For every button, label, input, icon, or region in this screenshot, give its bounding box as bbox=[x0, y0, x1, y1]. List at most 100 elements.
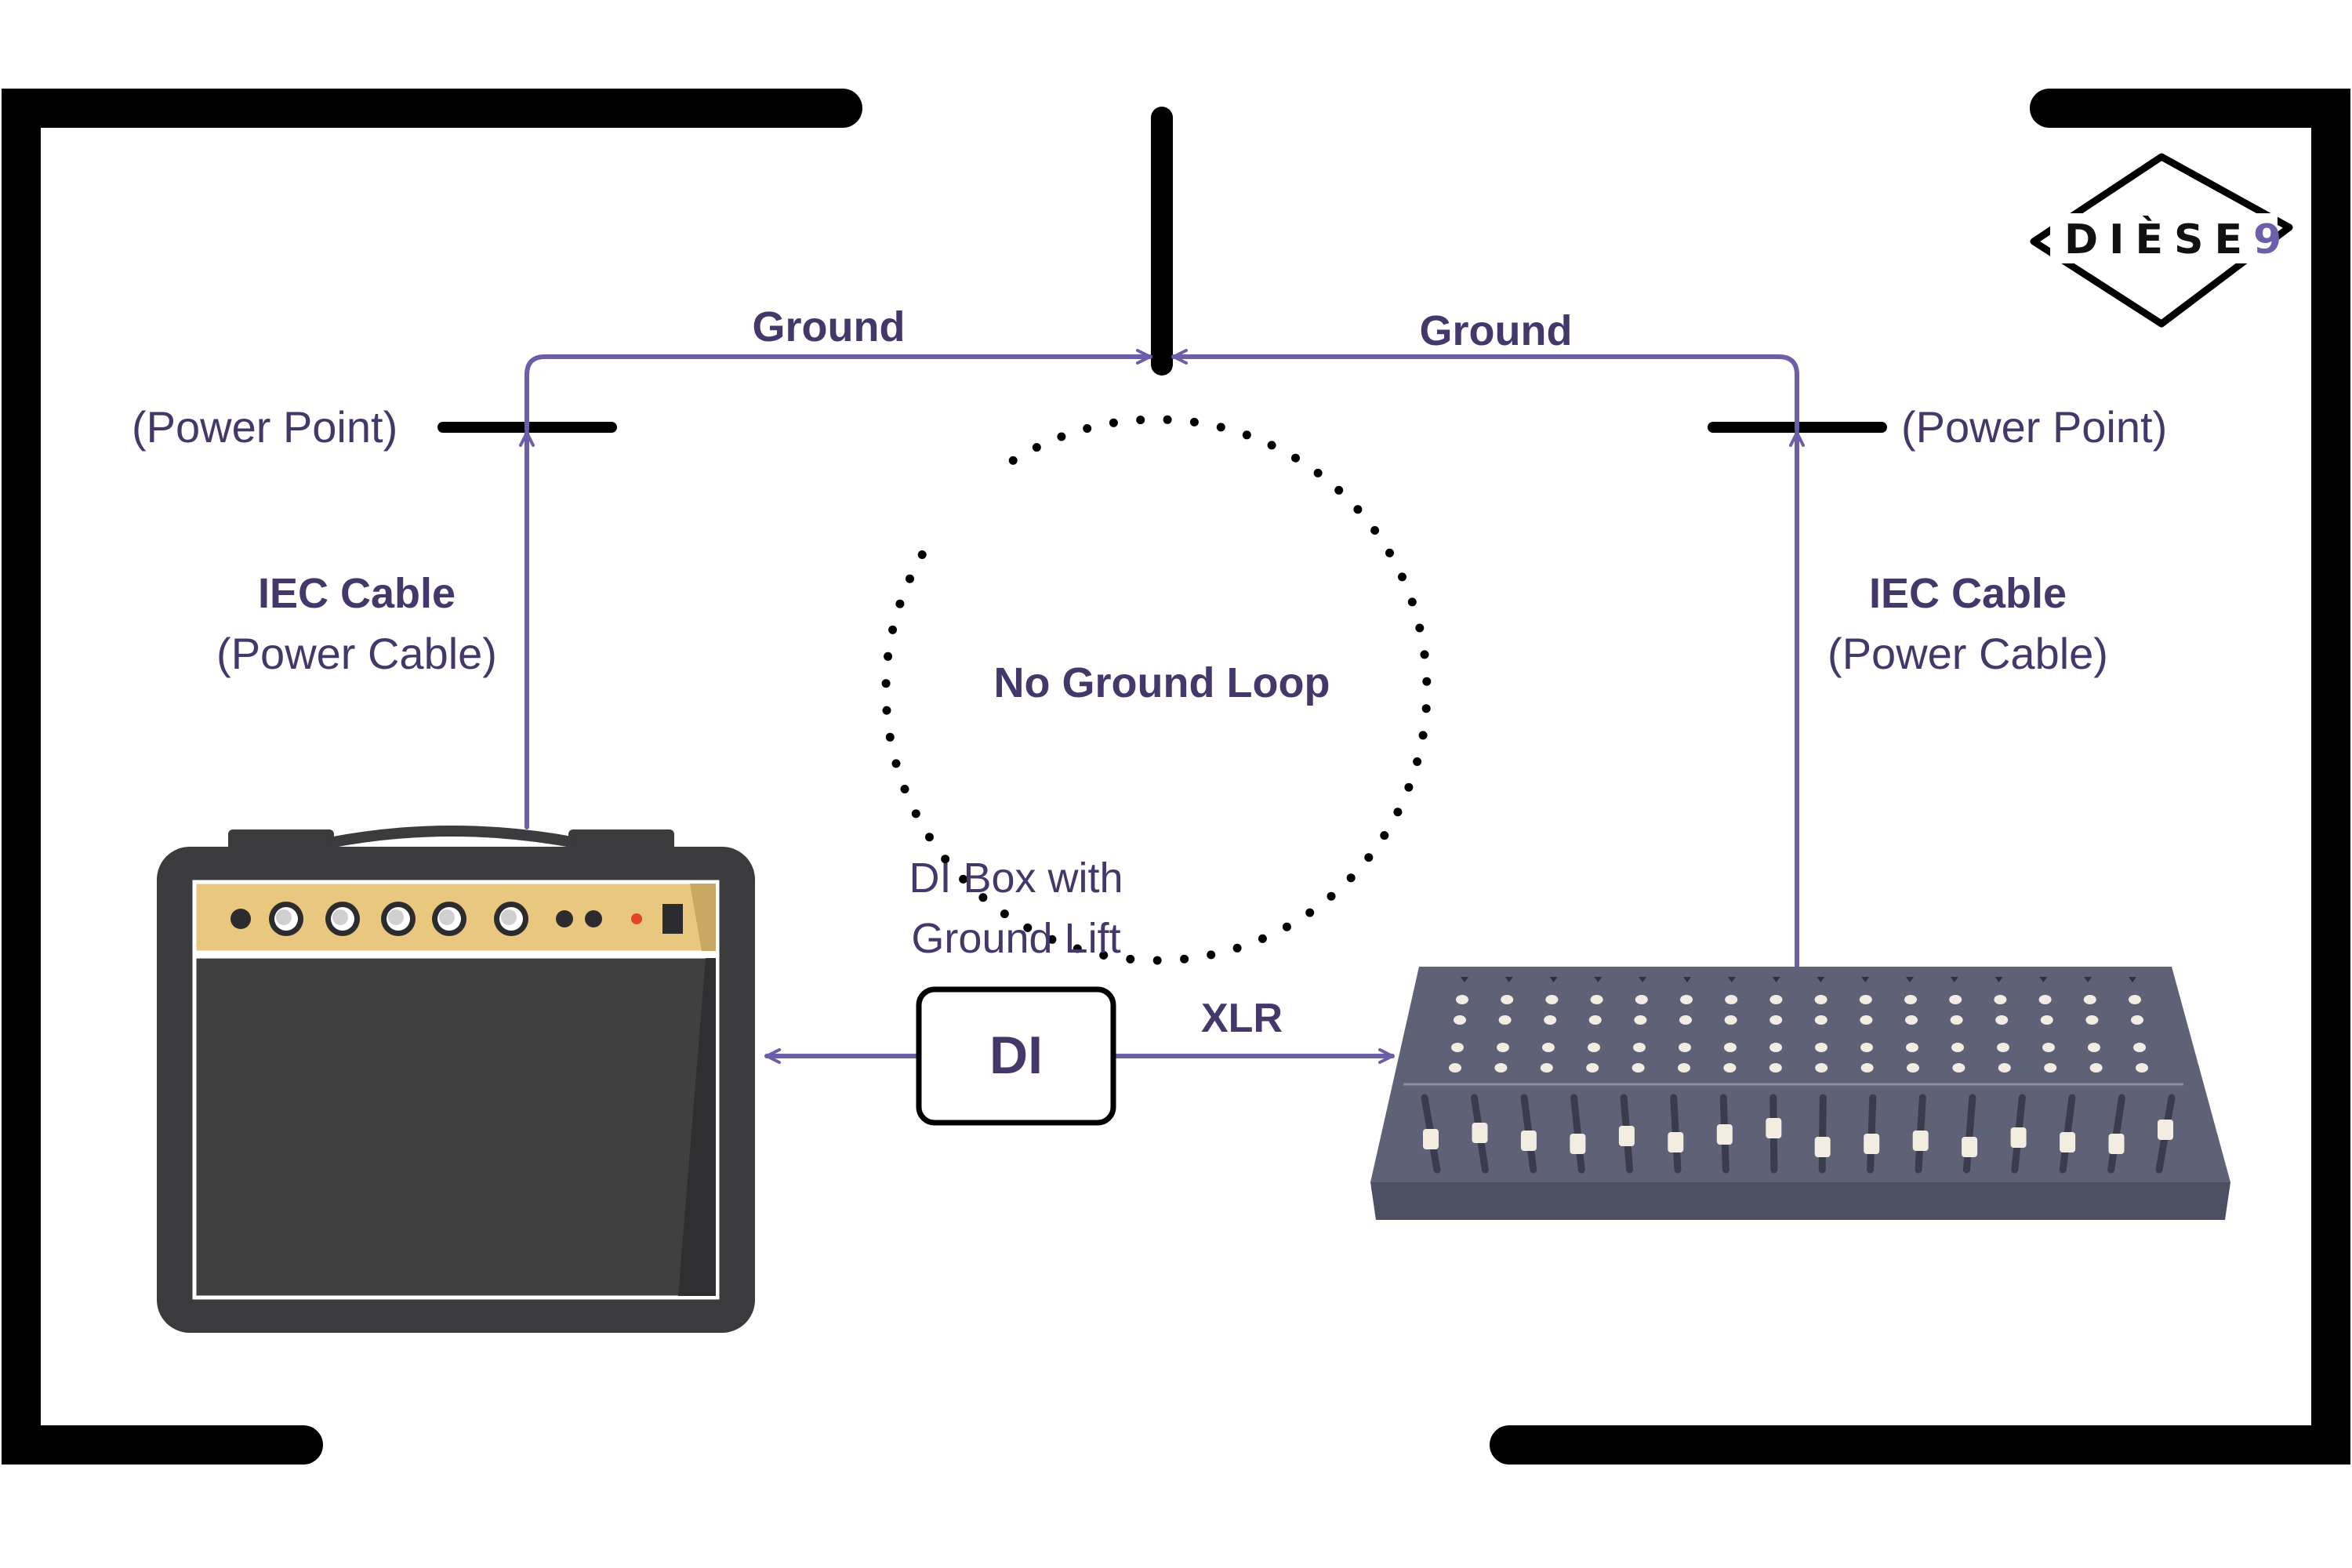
mixer-knob bbox=[1588, 1043, 1600, 1052]
loop-dot bbox=[978, 893, 988, 902]
mixer-knob bbox=[1997, 1043, 2009, 1052]
mixer-knob bbox=[1949, 995, 1962, 1004]
mixer-channel-marker bbox=[1504, 977, 1513, 982]
loop-dot bbox=[911, 809, 920, 818]
mixer-fader-cap bbox=[1864, 1134, 1880, 1154]
mixer-knob bbox=[1995, 1015, 2009, 1025]
loop-dot bbox=[1008, 456, 1018, 465]
loop-dot bbox=[1334, 485, 1344, 495]
mixer-knob bbox=[1860, 1043, 1873, 1052]
mixer-fader-cap bbox=[1618, 1126, 1635, 1146]
mixer-channel-marker bbox=[1994, 977, 2003, 982]
mixer-knob bbox=[1859, 995, 1872, 1004]
mixer-knob bbox=[1815, 1063, 1828, 1073]
amp-knob-center bbox=[388, 909, 404, 925]
mixer-knob bbox=[1590, 995, 1603, 1004]
mixer-knob bbox=[1769, 1015, 1783, 1025]
mixer-knob bbox=[1815, 1043, 1828, 1052]
amp-knobs bbox=[269, 902, 528, 936]
loop-dot bbox=[1109, 418, 1118, 427]
mixer-knob bbox=[1724, 1043, 1737, 1052]
ground-wire-left bbox=[524, 349, 1152, 432]
amp-small-knob-2 bbox=[585, 910, 602, 927]
amp-power-led bbox=[631, 913, 642, 924]
guitar-amp-icon bbox=[157, 826, 755, 1333]
mixer-knob bbox=[1632, 1063, 1645, 1073]
loop-dot bbox=[1364, 853, 1374, 862]
loop-dot bbox=[1418, 731, 1428, 740]
mixer-knob-grid bbox=[1449, 977, 2148, 1073]
mixer-knob bbox=[1588, 1015, 1602, 1025]
mixer-knob bbox=[1498, 1015, 1512, 1025]
loop-dot bbox=[1380, 831, 1389, 840]
mixer-knob bbox=[1723, 1063, 1737, 1073]
loop-dot bbox=[1047, 935, 1057, 944]
loop-dot bbox=[1407, 597, 1417, 607]
iec-cable-label-left: IEC Cable bbox=[257, 570, 456, 617]
mixer-knob bbox=[1633, 1043, 1646, 1052]
mixer-fader-cap bbox=[1912, 1131, 1929, 1151]
mixer-fader-cap bbox=[2108, 1134, 2125, 1154]
mixer-channel-marker bbox=[1817, 977, 1825, 982]
mixer-knob bbox=[2136, 1063, 2148, 1073]
mixer-fader-cap bbox=[1472, 1123, 1488, 1143]
ground-wiring bbox=[519, 349, 1805, 1064]
mixer-channel-marker bbox=[1549, 977, 1558, 982]
mixer-knob bbox=[1680, 995, 1693, 1004]
loop-dot bbox=[1207, 950, 1216, 960]
loop-dot bbox=[1000, 909, 1009, 919]
mixer-knob bbox=[1907, 1063, 1919, 1073]
mixer-channel-marker bbox=[1461, 977, 1468, 982]
loop-dot bbox=[1258, 934, 1267, 943]
loop-dot bbox=[1305, 908, 1315, 917]
loop-dot bbox=[1393, 808, 1403, 817]
mixer-channel-marker bbox=[2129, 977, 2136, 982]
loop-dot bbox=[1073, 944, 1082, 953]
mixer-knob bbox=[1540, 1063, 1553, 1073]
amp-handle bbox=[328, 826, 578, 848]
mixer-knob bbox=[1451, 1043, 1464, 1052]
mixer-knob bbox=[2088, 1043, 2100, 1052]
loop-dot bbox=[1083, 424, 1092, 433]
loop-dot bbox=[1242, 430, 1251, 440]
mixer-knob bbox=[1769, 1043, 1782, 1052]
amp-grille-shadow bbox=[678, 958, 716, 1296]
room-frame bbox=[2, 89, 2350, 1465]
loop-dot bbox=[1422, 677, 1432, 686]
ground-label-right: Ground bbox=[1419, 307, 1573, 354]
mixer-channel-marker bbox=[1727, 977, 1736, 982]
mixer-knob bbox=[1454, 1015, 1466, 1025]
loop-dot bbox=[1353, 505, 1363, 514]
mixer-fader-track bbox=[1962, 1094, 1976, 1174]
loop-dot bbox=[1032, 443, 1041, 452]
mixer-knob bbox=[2042, 1043, 2055, 1052]
mixer-knob bbox=[1542, 1043, 1555, 1052]
amp-power-switch bbox=[662, 904, 683, 934]
di-box-label-line1: DI Box with bbox=[909, 855, 1123, 902]
mixer-knob bbox=[1998, 1063, 2011, 1073]
mixer-knob bbox=[1679, 1015, 1692, 1025]
mixer-knob bbox=[2129, 995, 2141, 1004]
mixer-knob bbox=[2044, 1063, 2057, 1073]
mixer-channel-marker bbox=[2039, 977, 2048, 982]
di-box bbox=[916, 986, 1116, 1126]
mixer-channel-marker bbox=[1772, 977, 1780, 982]
loop-dot bbox=[885, 732, 895, 742]
mixer-knob bbox=[1951, 1043, 1964, 1052]
loop-dot bbox=[1413, 757, 1422, 766]
mixer-channel-marker bbox=[1950, 977, 1958, 982]
mixer-knob bbox=[1449, 1063, 1461, 1073]
loop-dot bbox=[1216, 423, 1225, 432]
amp-input-jack bbox=[230, 909, 251, 929]
broken-loop-dots bbox=[881, 415, 1432, 965]
mixer-fader-cap bbox=[2158, 1120, 2173, 1140]
mixer-fader-cap bbox=[2010, 1127, 2027, 1148]
mixer-knob bbox=[1456, 995, 1468, 1004]
logo-text: DIÈSE9 bbox=[2064, 220, 2292, 260]
mixer-front-edge bbox=[1370, 1182, 2230, 1220]
loop-dot bbox=[888, 625, 898, 634]
di-box-label-line2: Ground Lift bbox=[911, 915, 1121, 962]
loop-dot bbox=[1126, 954, 1135, 964]
mixer-channel-marker bbox=[1861, 977, 1870, 982]
